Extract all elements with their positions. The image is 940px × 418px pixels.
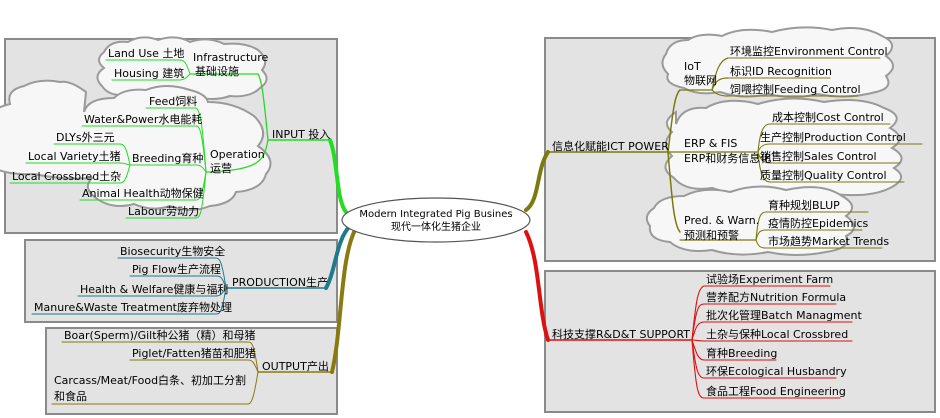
- animal-health-item[interactable]: Animal Health动物保健: [82, 187, 204, 200]
- quality-item[interactable]: 质量控制Quality Control: [760, 169, 887, 182]
- sales-item[interactable]: 销售控制Sales Control: [760, 150, 877, 163]
- environment-item[interactable]: 环境监控Environment Control: [730, 45, 888, 58]
- batch-item[interactable]: 批次化管理Batch Managment: [706, 309, 862, 322]
- water-power-item[interactable]: Water&Power水电能耗: [84, 113, 203, 126]
- center-node-shape: [341, 197, 531, 243]
- erp-node-2: ERP和财务信息化: [684, 152, 772, 165]
- experiment-farm-item[interactable]: 试验场Experiment Farm: [706, 273, 834, 286]
- pred-cloud: [645, 185, 855, 256]
- infrastructure-node-en[interactable]: Infrastructure: [193, 51, 269, 64]
- production-control-item[interactable]: 生产控制Production Control: [760, 131, 906, 144]
- operation-cloud: [0, 79, 272, 211]
- input-node[interactable]: INPUT 投入: [272, 128, 331, 141]
- center-node[interactable]: Modern Integrated Pig Busines 现代一体化生猪企业: [346, 208, 526, 234]
- center-title-cn: 现代一体化生猪企业: [391, 222, 481, 233]
- breeding-node[interactable]: Breeding育种: [132, 152, 204, 165]
- pig-flow-item[interactable]: Pig Flow生产流程: [132, 263, 222, 276]
- epidemics-item[interactable]: 疫情防控Epidemics: [768, 217, 869, 230]
- piglet-fatten-item[interactable]: Piglet/Fatten猪苗和肥猪: [132, 347, 256, 360]
- breeding-rdt-item[interactable]: 育种Breeding: [706, 347, 778, 360]
- production-node[interactable]: PRODUCTION生产: [232, 276, 328, 289]
- cost-item[interactable]: 成本控制Cost Control: [772, 111, 884, 124]
- rdt-node[interactable]: 科技支撑R&D&T SUPPORT: [552, 328, 691, 341]
- labour-item[interactable]: Labour劳动力: [128, 205, 200, 218]
- dlys-item[interactable]: DLYs外三元: [56, 131, 115, 144]
- feed-item[interactable]: Feed饲料: [149, 95, 198, 108]
- carcass-item-line1[interactable]: Carcass/Meat/Food白条、初加工分割: [54, 374, 247, 387]
- food-engineering-item[interactable]: 食品工程Food Engineering: [706, 385, 846, 398]
- erp-cloud: [664, 97, 903, 198]
- center-title-en: Modern Integrated Pig Busines: [359, 209, 513, 220]
- infrastructure-cloud: [96, 36, 268, 100]
- housing-item[interactable]: Housing 建筑: [114, 67, 185, 80]
- operation-node-cn: 运营: [210, 162, 232, 175]
- production-panel: [24, 239, 338, 323]
- blup-item[interactable]: 育种规划BLUP: [768, 199, 840, 212]
- local-variety-item[interactable]: Local Variety土猪: [28, 150, 121, 163]
- boar-gilt-item[interactable]: Boar(Sperm)/Gilt种公猪（精）和母猪: [64, 329, 256, 342]
- local-crossbred-rdt-item[interactable]: 土杂与保种Local Crossbred: [706, 328, 849, 341]
- nutrition-item[interactable]: 营养配方Nutrition Formula: [706, 291, 847, 304]
- carcass-item-line2: 和食品: [54, 390, 87, 403]
- local-crossbred-item[interactable]: Local Crossbred土杂: [12, 170, 122, 183]
- market-item[interactable]: 市场趋势Market Trends: [768, 235, 890, 248]
- id-recognition-item[interactable]: 标识ID Recognition: [730, 65, 832, 78]
- land-use-item[interactable]: Land Use 土地: [108, 47, 185, 60]
- health-welfare-item[interactable]: Health & Welfare健康与福利: [80, 283, 229, 296]
- feeding-item[interactable]: 饲喂控制Feeding Control: [730, 83, 861, 96]
- infrastructure-node-cn: 基础设施: [195, 65, 239, 78]
- operation-node-en[interactable]: Operation: [210, 148, 265, 161]
- ict-node[interactable]: 信息化赋能ICT POWER: [552, 140, 669, 153]
- pred-node-2: 预测和预警: [684, 229, 739, 242]
- output-node[interactable]: OUTPUT产出: [262, 360, 329, 373]
- iot-node-2: 物联网: [684, 74, 717, 87]
- ecological-item[interactable]: 环保Ecological Husbandry: [706, 365, 847, 378]
- pred-node-1[interactable]: Pred. & Warn.: [684, 214, 760, 227]
- biosecurity-item[interactable]: Biosecurity生物安全: [120, 245, 226, 258]
- erp-node-1[interactable]: ERP & FIS: [684, 137, 738, 150]
- manure-item[interactable]: Manure&Waste Treatment废弃物处理: [34, 301, 232, 314]
- iot-node-1[interactable]: IoT: [684, 60, 701, 73]
